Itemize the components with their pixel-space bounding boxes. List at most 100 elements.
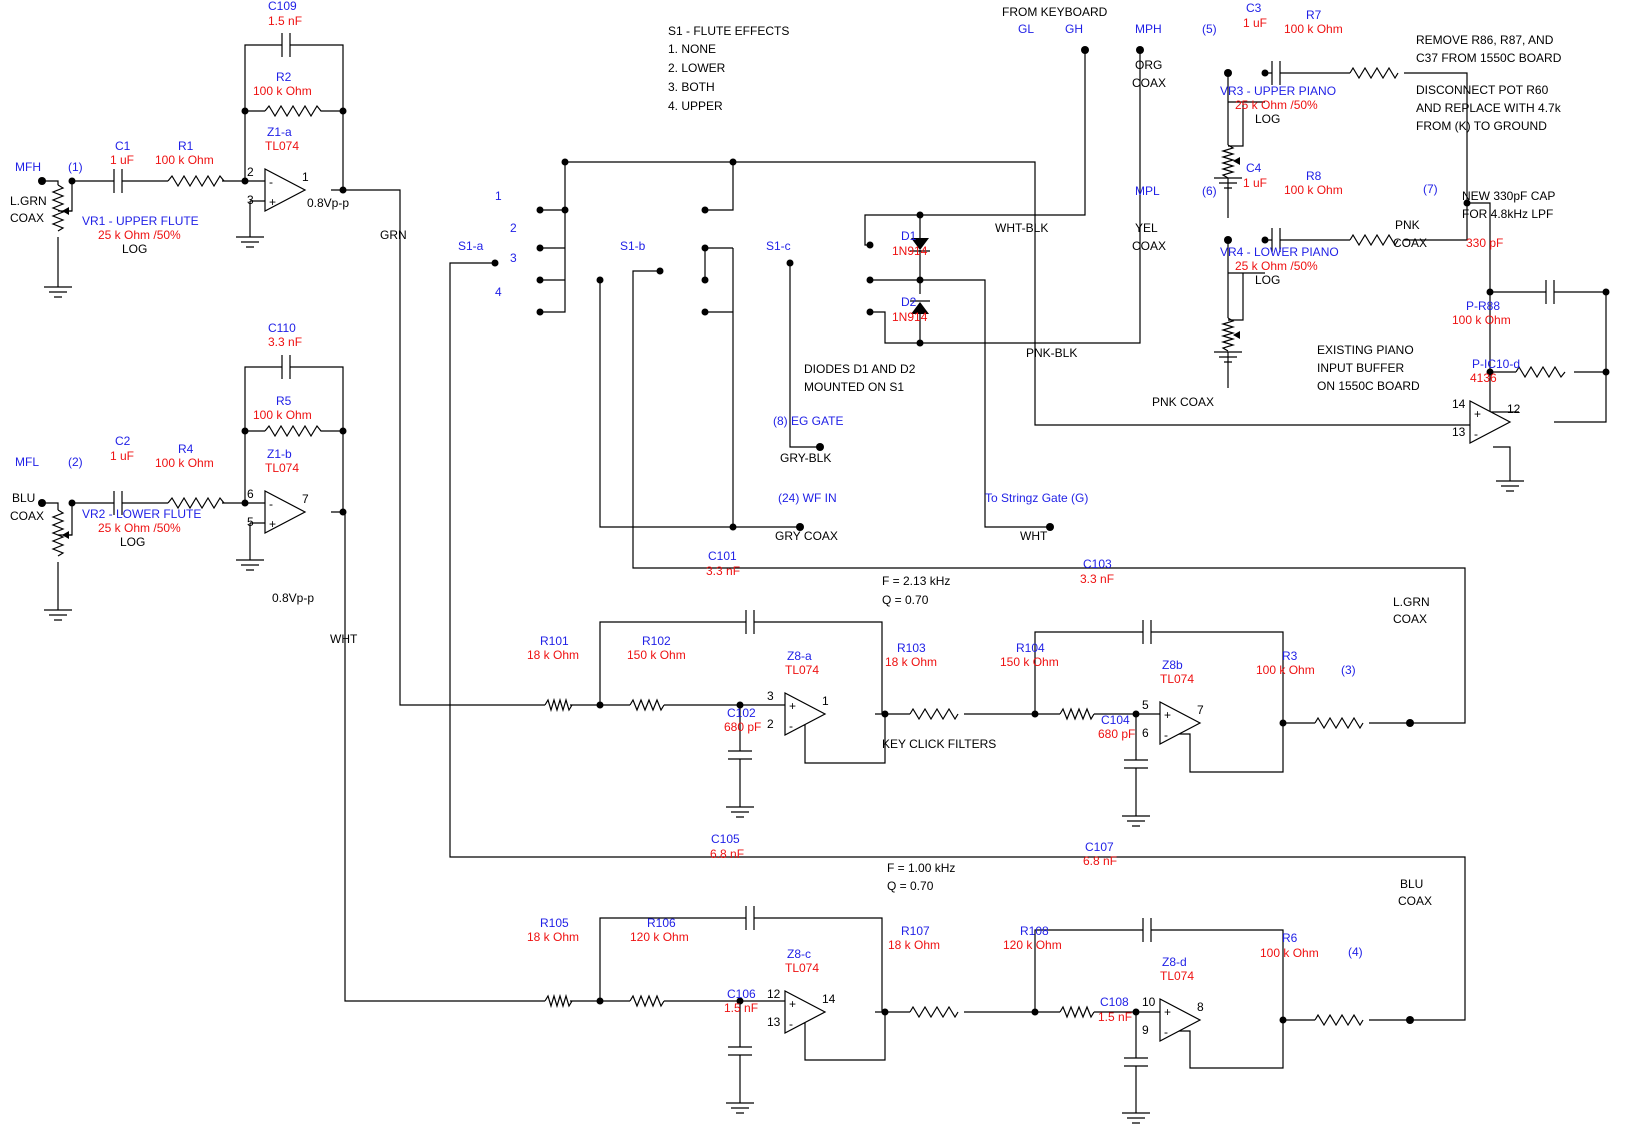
c107-value: 6.8 nF (1083, 854, 1117, 868)
wf-in-label: (24) WF IN (778, 491, 837, 505)
yel-coax-label-a: YEL (1135, 221, 1158, 235)
r106-value: 120 k Ohm (630, 930, 689, 944)
s1b-label: S1-b (620, 239, 646, 253)
opamp-pin-in-a: 12 (767, 987, 781, 1001)
opamp-name: Z1-a (267, 125, 292, 139)
opamp-sign-top: - (269, 497, 273, 511)
opamp-name: Z8-d (1162, 955, 1187, 969)
opamp-name: Z8-a (787, 649, 812, 663)
capacitor-c1 (107, 169, 129, 193)
note-line-5: FROM (K) TO GROUND (1416, 119, 1547, 133)
cap-note-1: NEW 330pF CAP (1462, 189, 1555, 203)
node5-label: (5) (1202, 22, 1217, 36)
opamp-sign-top: - (269, 175, 273, 189)
r105-name: R105 (540, 916, 569, 930)
r3-name: R3 (1282, 649, 1298, 663)
s1-option-1: 1. NONE (668, 42, 716, 56)
c105-name: C105 (711, 832, 740, 846)
note-line-4: AND REPLACE WITH 4.7k (1416, 101, 1562, 115)
s1-option-2: 2. LOWER (668, 61, 726, 75)
yel-coax-label-b: COAX (1132, 239, 1166, 253)
switch-pos-1: 1 (495, 189, 502, 203)
r101-value: 18 k Ohm (527, 648, 579, 662)
c3-value: 1 uF (1243, 16, 1267, 30)
capacitor-c3 (1265, 61, 1287, 85)
r4-value: 100 k Ohm (155, 456, 214, 470)
capacitor-c103 (1135, 620, 1159, 644)
switch-pos-2: 2 (510, 221, 517, 235)
pot-vr2 (51, 509, 65, 557)
opamps: -+231Z1-aTL074-+657Z1-bTL074+-321Z8-aTL0… (247, 125, 1521, 1042)
switch-pos-3: 3 (510, 251, 517, 265)
opamp-part: TL074 (1160, 672, 1194, 686)
lgrn-coax-2a: L.GRN (1393, 595, 1430, 609)
opamp-name: P-IC10-d (1472, 357, 1520, 371)
blu-coax-2b: COAX (1398, 894, 1432, 908)
opamp-sign-bottom: - (789, 719, 793, 733)
resistor-r1 (167, 174, 225, 188)
opamp-pin-out: 7 (1197, 703, 1204, 717)
mfl-label: MFL (15, 455, 39, 469)
d2-name: D2 (901, 295, 917, 309)
c330-value: 330 pF (1466, 236, 1503, 250)
stringz-gate-label: To Stringz Gate (G) (985, 491, 1088, 505)
resistor-r101 (544, 697, 573, 713)
capacitor-c108 (1124, 1055, 1148, 1075)
opamp-sign-top: + (1164, 1005, 1171, 1019)
switch-pos-4: 4 (495, 285, 502, 299)
opamp-pin-in-a: 14 (1452, 397, 1466, 411)
r103-value: 18 k Ohm (885, 655, 937, 669)
c4-value: 1 uF (1243, 176, 1267, 190)
wht-blk-label: WHT-BLK (995, 221, 1048, 235)
r7-value: 100 k Ohm (1284, 22, 1343, 36)
r5-value: 100 k Ohm (253, 408, 312, 422)
resistor-r4 (167, 496, 225, 510)
vpp2-label: 0.8Vp-p (272, 591, 314, 605)
vr1-name: VR1 - UPPER FLUTE (82, 214, 199, 228)
capacitor-c104 (1124, 758, 1148, 778)
opamp-pin-in-b: 3 (247, 193, 254, 207)
gry-coax-label: GRY COAX (775, 529, 838, 543)
c101-value: 3.3 nF (706, 564, 740, 578)
resistors (51, 66, 1566, 1027)
opamp-sign-bottom: - (1164, 1025, 1168, 1039)
opamp-sign-bottom: + (269, 195, 276, 209)
r6-name: R6 (1282, 931, 1298, 945)
r5-name: R5 (276, 394, 292, 408)
c102-value: 680 pF (724, 720, 761, 734)
cap-note-2: FOR 4.8kHz LPF (1462, 207, 1553, 221)
opamp-pin-out: 1 (822, 694, 829, 708)
c2-value: 1 uF (110, 449, 134, 463)
opamp-pin-in-b: 2 (767, 717, 774, 731)
r8-name: R8 (1306, 169, 1322, 183)
c109-name: C109 (268, 0, 297, 13)
c106-name: C106 (727, 987, 756, 1001)
diode-d2 (911, 302, 929, 314)
capacitor-c330 (1540, 280, 1560, 304)
pnk-coax-label-a: PNK (1395, 218, 1420, 232)
opamp-name: Z8b (1162, 658, 1183, 672)
blu-coax-label-a: BLU (12, 491, 35, 505)
resistor-r103 (909, 707, 959, 721)
ground-4 (236, 559, 264, 571)
c104-value: 680 pF (1098, 727, 1135, 741)
ground-10 (1214, 351, 1242, 363)
c103-name: C103 (1083, 557, 1112, 571)
opamp-part: TL074 (785, 663, 819, 677)
lgrn-coax-label-a: L.GRN (10, 194, 47, 208)
r104-name: R104 (1016, 641, 1045, 655)
key-click-title: KEY CLICK FILTERS (882, 737, 996, 751)
pr88-name: P-R88 (1466, 299, 1500, 313)
opamp-pin-out: 12 (1507, 402, 1521, 416)
resistor-r5 (264, 424, 323, 438)
capacitor-c110 (275, 355, 297, 379)
mfh-label: MFH (15, 160, 41, 174)
opamp-pin-out: 1 (302, 170, 309, 184)
vr4-taper: LOG (1255, 273, 1280, 287)
c101-name: C101 (708, 549, 737, 563)
s1-option-4: 4. UPPER (668, 99, 723, 113)
lgrn-coax-2b: COAX (1393, 612, 1427, 626)
r101-name: R101 (540, 634, 569, 648)
